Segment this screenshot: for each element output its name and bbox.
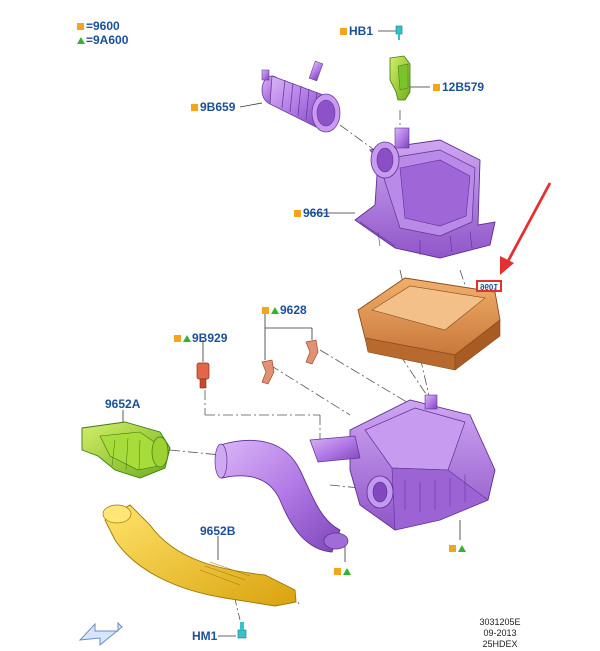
bracket-12b579 xyxy=(389,55,411,101)
part-number: 9661 xyxy=(303,206,330,220)
adapter-9652a xyxy=(81,421,171,479)
duct-9652b xyxy=(102,504,297,607)
label-9661: 9661 xyxy=(294,206,330,220)
part-number: HB1 xyxy=(349,24,374,38)
square-marker-icon xyxy=(334,568,341,575)
label-9b929: 9B929 xyxy=(174,331,227,345)
red-arrow-indicator xyxy=(500,182,552,275)
square-marker-icon xyxy=(433,84,440,91)
label-hb1: HB1 xyxy=(340,24,373,38)
hose-9b659 xyxy=(261,60,341,133)
label-9601-highlighted: 9601 xyxy=(476,280,502,292)
cover-9661 xyxy=(354,127,496,259)
drawing-code: 3031205E xyxy=(479,617,521,627)
square-marker-icon xyxy=(191,104,198,111)
legend-item-triangle: =9A600 xyxy=(77,33,128,47)
part-number: 9652B xyxy=(200,524,236,538)
drawing-date: 09-2013 xyxy=(483,628,517,638)
part-number: 9628 xyxy=(280,303,307,317)
part-number: 9B929 xyxy=(192,331,228,345)
square-marker-icon xyxy=(262,307,269,314)
label-9652b: 9652B xyxy=(200,524,235,538)
part-number: 9601 xyxy=(480,282,498,291)
marker-pair-housing xyxy=(449,541,467,555)
label-9628: 9628 xyxy=(262,303,307,317)
part-number: HM1 xyxy=(192,629,218,643)
label-hm1: HM1 xyxy=(192,629,217,643)
triangle-marker-icon xyxy=(343,568,351,575)
sensor-9b929 xyxy=(196,362,210,389)
drawing-model: 25HDEX xyxy=(482,639,518,649)
triangle-marker-icon xyxy=(271,307,279,314)
triangle-marker-icon xyxy=(183,335,191,342)
part-number: 9B659 xyxy=(200,100,236,114)
orientation-arrow-icon xyxy=(78,621,123,647)
label-9b659: 9B659 xyxy=(191,100,235,114)
triangle-marker-icon xyxy=(458,545,466,552)
air-duct-purple xyxy=(214,439,349,553)
square-marker-icon xyxy=(340,28,347,35)
label-9652a: 9652A xyxy=(105,397,140,411)
hb1-screw xyxy=(395,25,403,40)
part-number: 9652A xyxy=(105,397,141,411)
square-marker-icon xyxy=(449,545,456,552)
square-marker-icon xyxy=(174,335,181,342)
label-12b579: 12B579 xyxy=(433,80,484,94)
marker-pair-duct xyxy=(334,564,352,578)
legend-text: =9600 xyxy=(86,19,120,33)
filter-element-9601 xyxy=(357,277,501,371)
square-marker-icon xyxy=(294,210,301,217)
triangle-marker-icon xyxy=(77,37,85,44)
part-number: 12B579 xyxy=(442,80,485,94)
legend-item-square: =9600 xyxy=(77,19,120,33)
square-marker-icon xyxy=(77,23,84,30)
hm1-screw xyxy=(237,622,247,639)
clips-9628 xyxy=(261,339,319,385)
legend-text: =9A600 xyxy=(86,33,129,47)
housing-lower xyxy=(309,394,496,531)
footer-info: 3031205E 09-2013 25HDEX xyxy=(472,617,528,650)
